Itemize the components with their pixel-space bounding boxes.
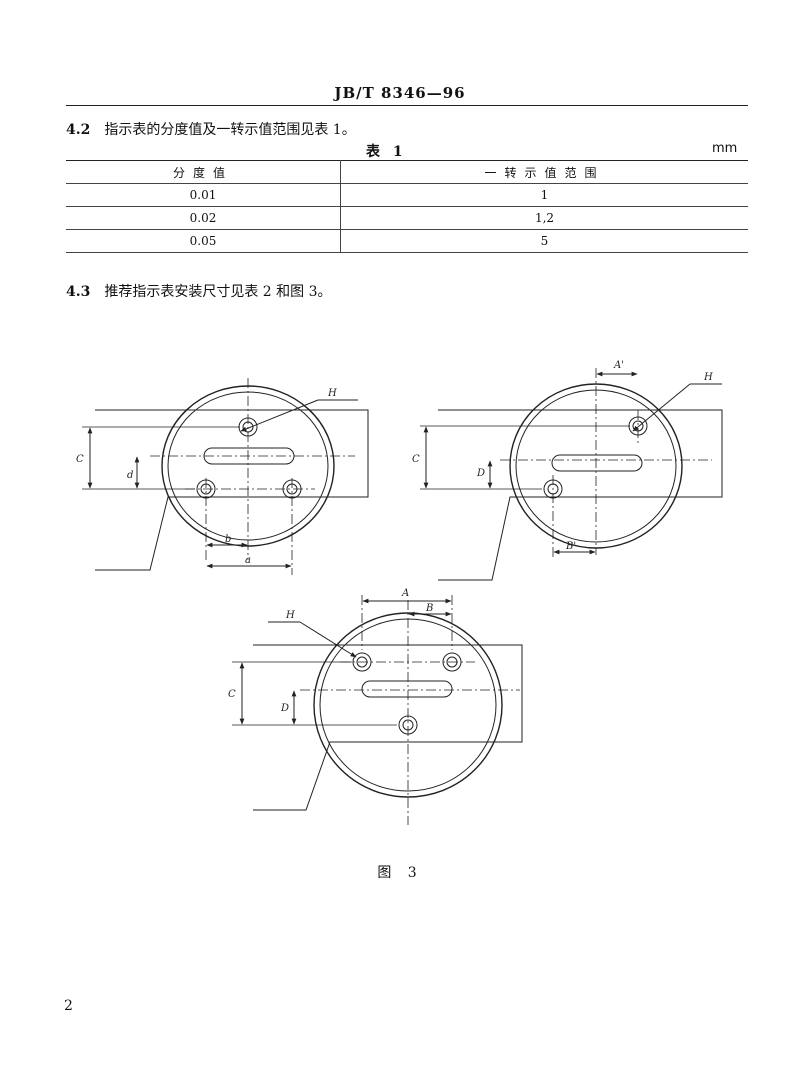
bracket-outline: [438, 409, 723, 581]
column-header: 一转示值范围: [340, 160, 748, 184]
header-rule: [66, 105, 748, 106]
bracket-outline: [95, 409, 369, 571]
label-d-upper: D: [476, 468, 485, 479]
table-cell: 1: [340, 183, 748, 207]
table-cell: 1,2: [340, 206, 748, 230]
label-h: H: [327, 388, 337, 399]
slot: [361, 680, 453, 698]
section-text: 指示表的分度值及一转示值范围见表 1。: [104, 122, 356, 138]
label-d: d: [127, 470, 133, 481]
bracket-outline: [253, 644, 523, 811]
table-row: 0.01 1: [66, 183, 748, 207]
label-h: H: [703, 372, 713, 383]
slot: [551, 454, 643, 472]
table-row: 0.02 1,2: [66, 206, 748, 230]
table-unit: mm: [712, 141, 738, 156]
label-c: C: [76, 454, 84, 465]
label-b-prime: B': [565, 541, 576, 552]
table-cell: 0.02: [66, 206, 341, 230]
label-a: a: [245, 555, 251, 566]
section-4-2: 4.2 指示表的分度值及一转示值范围见表 1。: [66, 119, 356, 139]
label-a: A: [401, 588, 409, 599]
page-number: 2: [64, 998, 73, 1014]
label-h: H: [285, 610, 295, 621]
table-cell: 0.01: [66, 183, 341, 207]
label-b: B: [425, 603, 433, 614]
section-number: 4.2: [66, 122, 91, 138]
centre-lines: [500, 368, 712, 560]
label-c: C: [412, 454, 420, 465]
column-header: 分度值: [66, 160, 341, 184]
label-b: b: [225, 534, 231, 545]
centre-lines: [300, 595, 520, 825]
table-cell: 5: [340, 229, 748, 253]
diagram-two-hole-right: [420, 368, 723, 581]
table-cell: 0.05: [66, 229, 341, 253]
diagram-three-hole-left: [82, 378, 369, 575]
table-title: 表 1: [366, 144, 407, 160]
label-d-upper: D: [280, 703, 289, 714]
centre-lines: [150, 378, 355, 575]
section-text: 推荐指示表安装尺寸见表 2 和图 3。: [104, 284, 332, 300]
table-header-row: 分度值 一转示值范围: [66, 160, 748, 184]
label-a-prime: A': [613, 360, 624, 371]
figure-caption: 图 3: [377, 865, 423, 881]
diagram-three-hole-bottom: [232, 595, 523, 825]
document-code: JB/T 8346—96: [334, 84, 466, 102]
table-row: 0.05 5: [66, 229, 748, 253]
label-c: C: [228, 689, 236, 700]
section-number: 4.3: [66, 284, 91, 300]
section-4-3: 4.3 推荐指示表安装尺寸见表 2 和图 3。: [66, 281, 332, 301]
table-1: 分度值 一转示值范围 0.01 1 0.02 1,2 0.05 5: [66, 160, 748, 253]
